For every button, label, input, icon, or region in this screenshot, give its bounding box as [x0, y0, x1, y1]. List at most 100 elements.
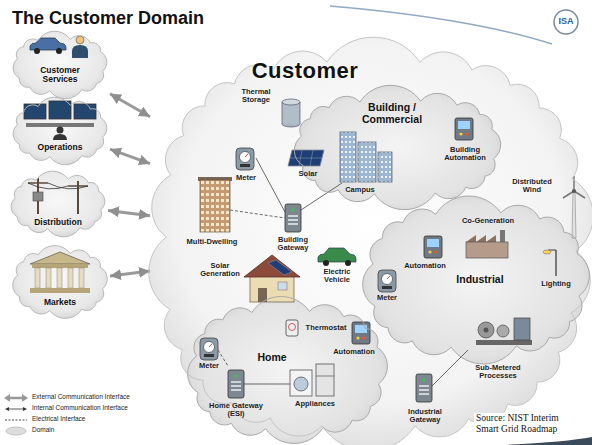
legend-sample [4, 404, 28, 414]
control-screen [49, 101, 71, 119]
component-label: Meter [370, 294, 404, 302]
sample-head [22, 394, 28, 402]
sample-head [5, 407, 9, 411]
person-body [72, 45, 88, 58]
component-label: Solar Generation [196, 262, 244, 278]
co-generation-icon [466, 230, 508, 258]
interface-arrow [110, 271, 150, 276]
solar-panel-icon [288, 150, 324, 166]
car-wheel [56, 48, 62, 54]
home-gateway-icon [228, 370, 244, 398]
car-wheel [34, 48, 40, 54]
legend: External Communication InterfaceInternal… [4, 392, 150, 436]
person-head [76, 36, 84, 44]
turbine-hub [572, 189, 576, 193]
car-wheel [323, 260, 329, 266]
component-label: Industrial Gateway [398, 408, 452, 424]
component-label: Multi-Dwelling [184, 238, 240, 246]
domain-cloud: Markets [10, 246, 110, 318]
column [79, 268, 84, 288]
tank-side [282, 102, 283, 124]
node-label: Customer [245, 59, 365, 83]
cloud-fill [188, 297, 388, 444]
pole-arm [28, 182, 48, 184]
domain-cloud: Distribution [8, 172, 108, 236]
fridge [316, 364, 334, 396]
cloud-outline-path [11, 171, 105, 237]
operator-body [53, 134, 67, 140]
cloud-outline-path [13, 246, 108, 319]
legend-row: Domain [4, 425, 150, 436]
building-gateway-icon [285, 204, 301, 232]
node-label: Operations [22, 143, 98, 152]
legend-sample [4, 393, 28, 403]
machine [514, 318, 530, 340]
column [68, 268, 73, 288]
cloud-outline-path [363, 196, 590, 364]
component-label: Automation [400, 262, 450, 270]
thermostat-dial [289, 324, 296, 331]
component-label: Campus [338, 186, 382, 194]
car-body [30, 38, 66, 50]
node-label: Building / Commercial [350, 102, 434, 125]
factory-body [466, 242, 508, 258]
lamp-head [543, 250, 551, 254]
meter-icon [378, 270, 396, 292]
column [57, 268, 62, 288]
cloud-fill [13, 31, 107, 99]
sample-shaft [9, 396, 23, 399]
node-label: Markets [22, 298, 98, 307]
cloud-outline [10, 246, 110, 318]
component-label: Distributed Wind [506, 178, 558, 194]
pole-arm [68, 185, 88, 187]
operator-head [57, 127, 64, 134]
legend-text: Internal Communication Interface [32, 405, 128, 412]
legend-row: Electrical Interface [4, 414, 150, 425]
turbine-blade [573, 176, 575, 191]
fridge-door-line [316, 376, 334, 377]
roof-solar-panel [268, 260, 292, 275]
tank-top [282, 99, 300, 105]
logo-ring [554, 10, 578, 34]
cloud-outline-path [149, 37, 592, 445]
node-label: Home [247, 352, 297, 364]
cloud-outline-path [294, 85, 500, 209]
legend-text: Domain [32, 427, 54, 434]
communication-wire [301, 183, 342, 210]
domain-cloud: Operations [10, 98, 110, 164]
house-icon [244, 255, 300, 302]
distribution-icon [28, 178, 88, 214]
power-wire [48, 183, 88, 189]
legend-row: External Communication Interface [4, 392, 150, 403]
component-label: Electric Vehicle [314, 268, 360, 284]
component-label: Home Gateway (ESI) [206, 402, 266, 418]
tank-side [300, 102, 301, 124]
building-base [30, 288, 90, 293]
conveyor [476, 340, 532, 345]
car-wheel [345, 260, 351, 266]
gear [497, 325, 509, 337]
apartment-block [200, 180, 230, 232]
communication-wire [256, 158, 285, 212]
office-tower [358, 142, 376, 182]
interface-arrow [108, 210, 150, 215]
cloud-outline [10, 98, 110, 164]
legend-row: Internal Communication Interface [4, 403, 150, 414]
washer [290, 370, 312, 396]
control-screen [74, 104, 96, 119]
cloud-outline-path [188, 297, 388, 444]
component-label: Meter [192, 362, 226, 370]
home-automation-icon [352, 322, 370, 344]
interface-arrow [110, 94, 150, 117]
column [35, 268, 40, 288]
industrial-automation-icon [424, 236, 442, 258]
appliances-icon [290, 364, 334, 396]
node-label: Industrial [445, 274, 515, 286]
entablature [32, 264, 88, 268]
house-roof [244, 255, 300, 277]
component-label: Building Gateway [268, 236, 318, 252]
slide-title: The Customer Domain [12, 8, 204, 29]
electrical-wire [218, 350, 228, 366]
node-label: Customer Services [22, 66, 98, 85]
